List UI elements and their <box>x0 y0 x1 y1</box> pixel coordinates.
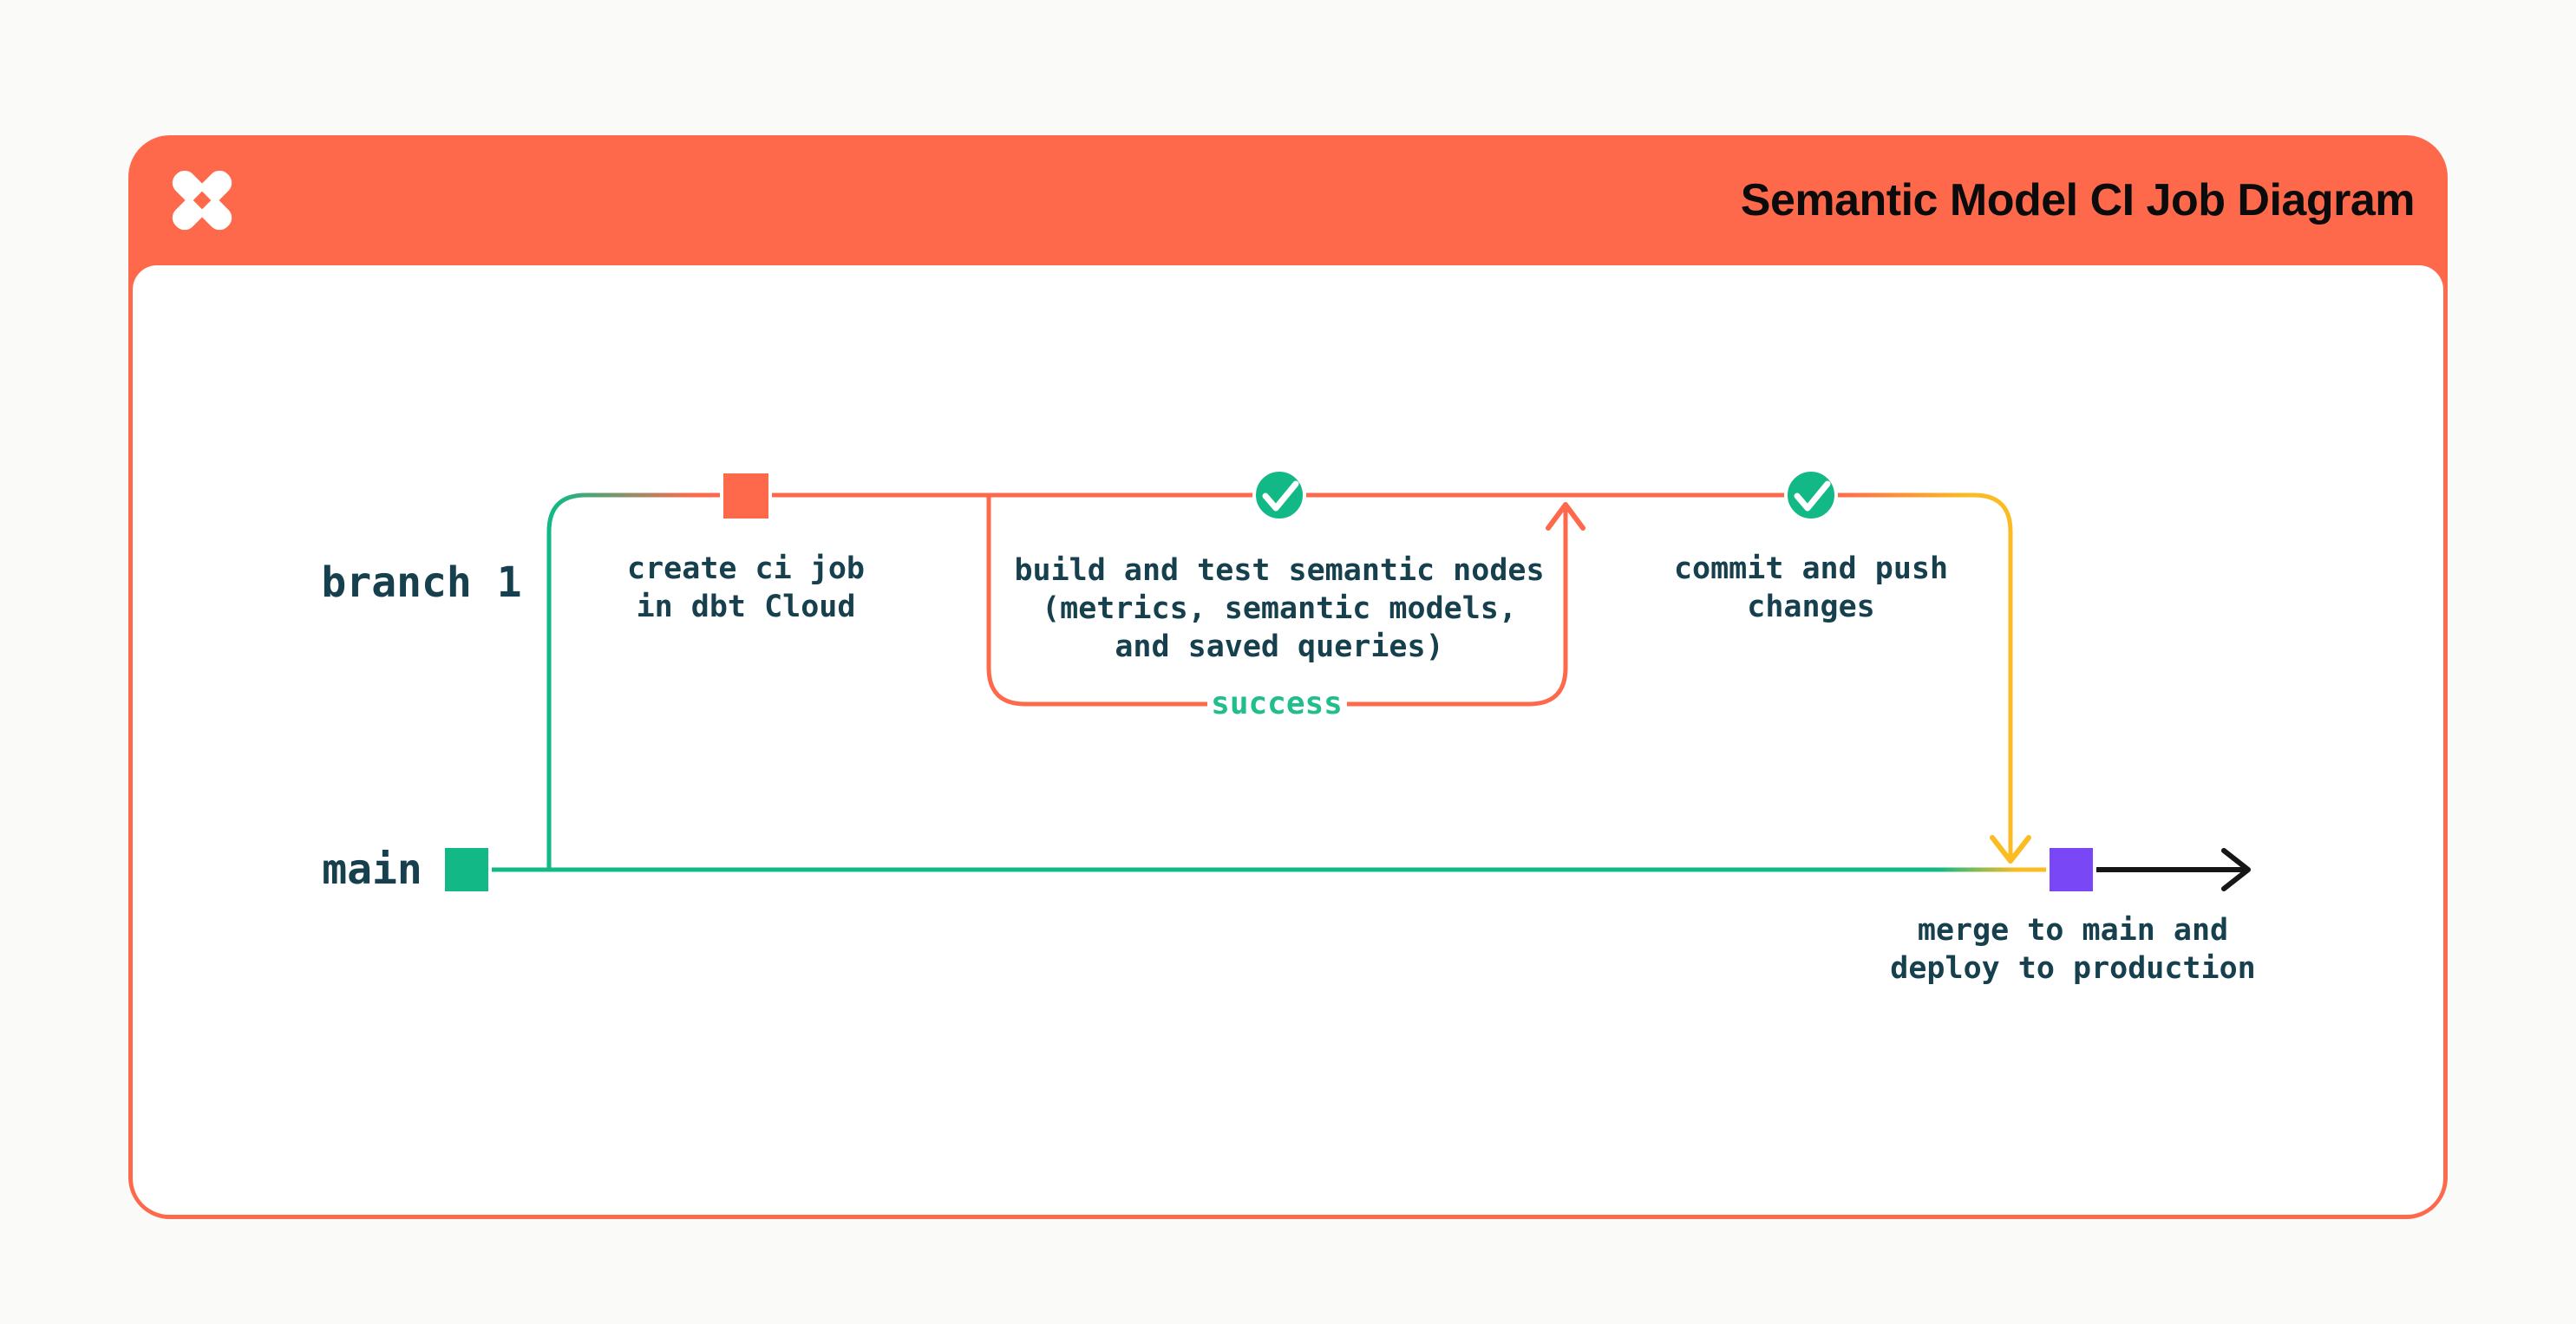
branch1-branch-off-line <box>546 492 694 870</box>
card-header: Semantic Model CI Job Diagram <box>128 135 2448 265</box>
main-commit-square <box>441 845 492 895</box>
node-label-create-ci-job: create ci job in dbt Cloud <box>627 551 865 624</box>
node-label-build-test-semantic-nodes: build and test semantic nodes (metrics, … <box>1014 553 1545 664</box>
diagram-card: Semantic Model CI Job Diagram <box>128 135 2448 1219</box>
merge-down-arrow-icon <box>1990 835 2031 864</box>
merge-commit-square <box>2046 845 2096 895</box>
commit-push-check-icon <box>1784 468 1838 522</box>
node-label-merge-deploy: merge to main and deploy to production <box>1890 913 2256 986</box>
build-test-check-icon <box>1252 468 1306 522</box>
success-loop-right-line <box>1347 507 1568 707</box>
main-label: main <box>322 845 422 894</box>
branch1-label: branch 1 <box>321 558 522 607</box>
node-label-commit-push-changes: commit and push changes <box>1673 551 1949 624</box>
create-ci-commit-square <box>720 470 772 522</box>
dbt-logo-icon <box>172 170 232 231</box>
page-title: Semantic Model CI Job Diagram <box>1740 175 2416 225</box>
card-body <box>133 265 2443 1215</box>
success-loop-label: success <box>1211 686 1343 721</box>
success-loop-left-line <box>986 495 1207 707</box>
success-loop-up-arrow-icon <box>1546 502 1585 531</box>
merge-down-line <box>1837 492 2013 858</box>
production-arrow-icon <box>2221 848 2251 891</box>
